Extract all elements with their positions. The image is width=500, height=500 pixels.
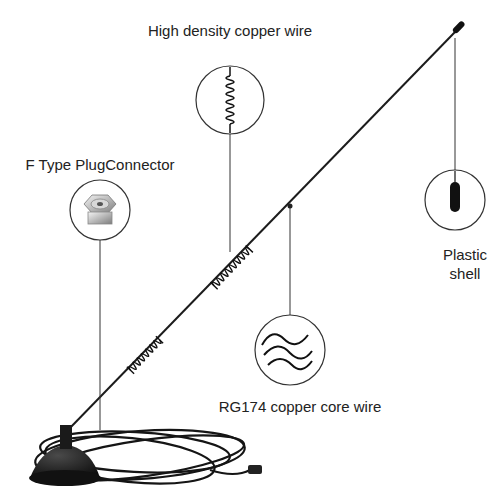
- magnetic-base: [29, 425, 101, 486]
- antenna-coil: [127, 336, 163, 373]
- callout-circle: [425, 170, 485, 230]
- antenna-tip: [452, 20, 466, 34]
- part-label: Plastic shell: [434, 246, 496, 284]
- antenna-rod: [68, 32, 455, 430]
- leader-dot: [288, 204, 293, 209]
- leader-line: [100, 38, 455, 430]
- antenna-coil: [210, 245, 252, 289]
- callout-circle: [70, 180, 130, 240]
- cable-end: [248, 465, 262, 474]
- part-label: High density copper wire: [148, 22, 312, 41]
- callout-circle: [255, 315, 325, 385]
- part-label: F Type PlugConnector: [26, 156, 175, 175]
- part-label: RG174 copper core wire: [219, 398, 382, 417]
- callout-circle: [196, 66, 264, 134]
